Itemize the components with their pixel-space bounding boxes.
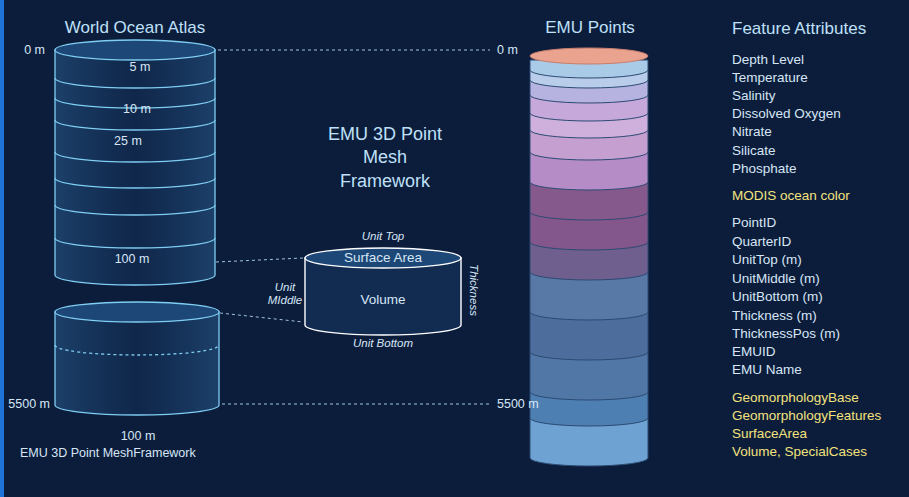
column-title: EMU Points xyxy=(545,18,635,38)
emu-column xyxy=(530,48,648,466)
attribute-item: Depth Level xyxy=(732,52,804,68)
volume: Volume xyxy=(360,292,405,308)
depth-label: 100 m xyxy=(115,252,150,266)
attribute-item: ThicknessPos (m) xyxy=(732,326,840,342)
edge-strip xyxy=(0,0,4,497)
list-title: Feature Attributes xyxy=(732,19,866,39)
woa-cylinder-deep xyxy=(55,302,219,415)
attribute-item: GeomorphologyFeatures xyxy=(732,408,881,424)
cylinder-outline xyxy=(265,228,490,356)
attribute-item: Volume, SpecialCases xyxy=(732,444,867,460)
attribute-item: Phosphate xyxy=(732,161,797,177)
attribute-item: Dissolved Oxygen xyxy=(732,106,841,122)
attribute-item: MODIS ocean color xyxy=(732,188,850,204)
attribute-item: Nitrate xyxy=(732,124,772,140)
attribute-item: PointID xyxy=(732,215,776,231)
attribute-item: GeomorphologyBase xyxy=(732,390,859,406)
attribute-item: UnitTop (m) xyxy=(732,252,802,268)
unit-bottom: Unit Bottom xyxy=(353,337,413,350)
attribute-item: UnitBottom (m) xyxy=(732,289,823,305)
depth-label: 25 m xyxy=(114,134,142,148)
caption-text: EMU 3D Point MeshFramework xyxy=(20,446,196,460)
depth-label: 5500 m xyxy=(497,397,539,411)
attribute-item: SurfaceArea xyxy=(732,426,807,442)
depth-label: 10 m xyxy=(123,102,151,116)
guide-lines xyxy=(216,50,490,404)
column-title: World Ocean Atlas xyxy=(65,18,205,38)
attribute-item: Temperature xyxy=(732,70,808,86)
surface-area: Surface Area xyxy=(344,250,422,266)
unit-middle: Unit MIddle xyxy=(265,281,305,307)
depth-label: 100 m xyxy=(121,429,156,443)
unit-cylinder: Unit TopSurface AreaUnit MIddle Volume Thi… xyxy=(265,228,490,356)
attribute-item: EMU Name xyxy=(732,362,802,378)
depth-label: 0 m xyxy=(497,43,518,57)
depth-label: 5500 m xyxy=(8,397,50,411)
depth-label: 5 m xyxy=(130,60,151,74)
depth-label: 0 m xyxy=(24,43,45,57)
attribute-item: UnitMiddle (m) xyxy=(732,271,820,287)
thickness: Thickness xyxy=(466,264,479,316)
attribute-item: Thickness (m) xyxy=(732,308,817,324)
framework-title: EMU 3D Point Mesh Framework xyxy=(318,123,453,193)
attribute-item: QuarterID xyxy=(732,234,791,250)
woa-cylinder xyxy=(55,40,215,285)
unit-top: Unit Top xyxy=(362,230,404,243)
emu-top xyxy=(530,48,648,64)
attribute-item: Salinity xyxy=(732,88,776,104)
attribute-item: EMUID xyxy=(732,344,776,360)
attribute-item: Silicate xyxy=(732,143,776,159)
